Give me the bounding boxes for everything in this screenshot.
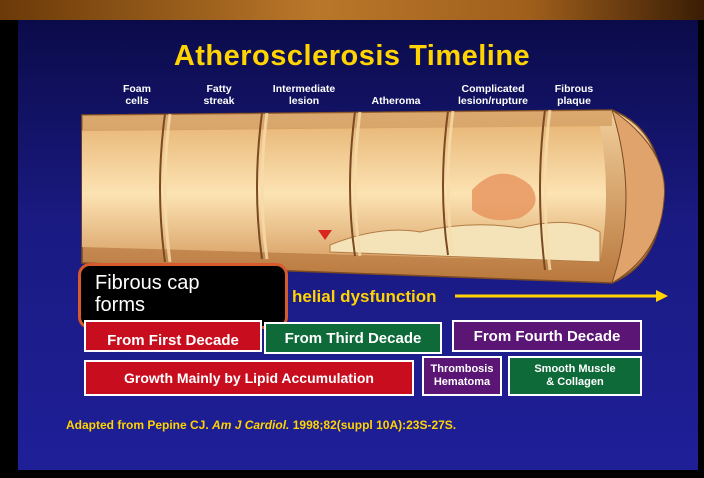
thrombosis-hematoma-box: Thrombosis Hematoma (422, 356, 502, 396)
first-decade-box: From First Decade (84, 320, 262, 352)
endothelial-dysfunction-label: helial dysfunction (292, 287, 437, 307)
citation-journal: Am J Cardiol. (212, 418, 289, 432)
lipid-accumulation-box: Growth Mainly by Lipid Accumulation (84, 360, 414, 396)
fourth-decade-box: From Fourth Decade (452, 320, 642, 352)
citation-prefix: Adapted from Pepine CJ. (66, 418, 212, 432)
smooth-muscle-collagen-box: Smooth Muscle & Collagen (508, 356, 642, 396)
citation-suffix: 1998;82(suppl 10A):23S-27S. (289, 418, 456, 432)
callout-text: Fibrous cap forms (95, 272, 200, 316)
source-citation: Adapted from Pepine CJ. Am J Cardiol. 19… (66, 418, 456, 432)
third-decade-box: From Third Decade (264, 322, 442, 354)
